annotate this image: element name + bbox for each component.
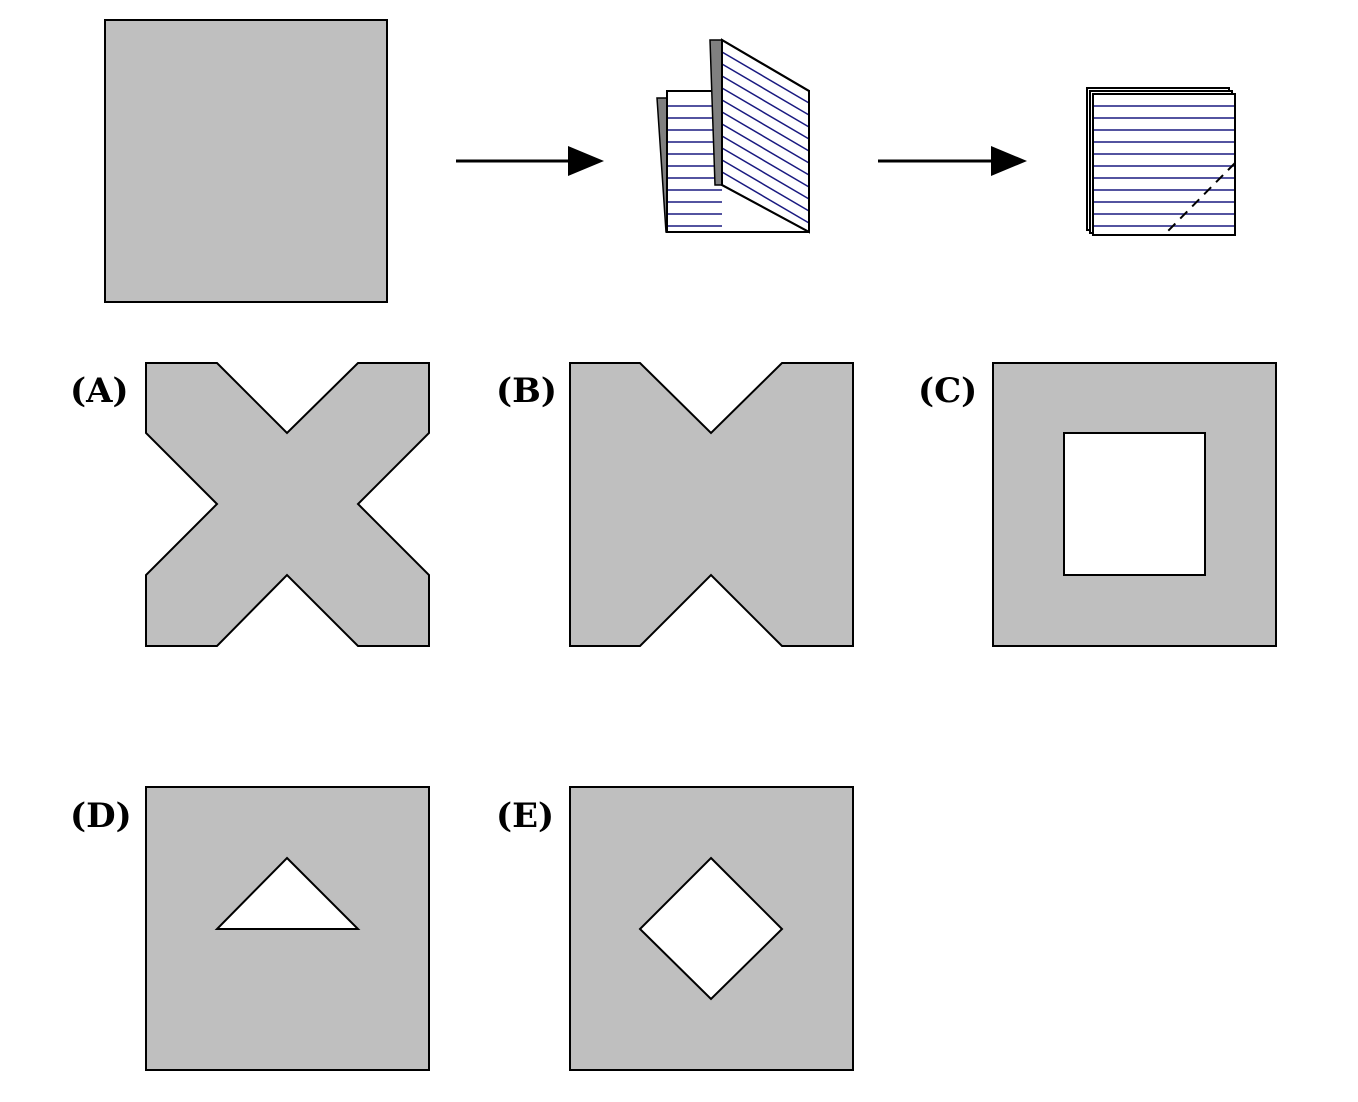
stack-layer-front-outline xyxy=(1092,93,1236,236)
option-e-label: (E) xyxy=(496,796,554,836)
stripe-line xyxy=(721,171,810,224)
stripe-line xyxy=(721,87,810,140)
stripe-line xyxy=(721,147,810,200)
front-sheet-stripes xyxy=(668,105,722,227)
folded-stack xyxy=(1086,87,1236,236)
flap-stripes xyxy=(721,51,810,224)
option-b-shape xyxy=(569,362,854,647)
option-a-shape xyxy=(145,362,430,647)
stripe-line xyxy=(721,135,810,188)
option-d-label: (D) xyxy=(70,796,132,836)
option-c-label: (C) xyxy=(918,371,977,411)
option-c-hole xyxy=(1063,432,1206,576)
stripe-line xyxy=(721,159,810,212)
option-e-hole xyxy=(638,856,784,1001)
option-a-label: (A) xyxy=(70,371,129,411)
stripe-line xyxy=(721,51,810,104)
stripe-line xyxy=(721,63,810,116)
option-b-label: (B) xyxy=(496,371,557,411)
stripe-line xyxy=(721,75,810,128)
stack-stripes xyxy=(1094,105,1234,227)
option-d-hole xyxy=(214,856,361,930)
stripe-line xyxy=(721,123,810,176)
unfolded-paper xyxy=(104,19,388,303)
folding-paper xyxy=(656,38,810,234)
stripe-line xyxy=(721,99,810,152)
stripe-line xyxy=(721,111,810,164)
folding-flap-outline xyxy=(721,38,810,234)
